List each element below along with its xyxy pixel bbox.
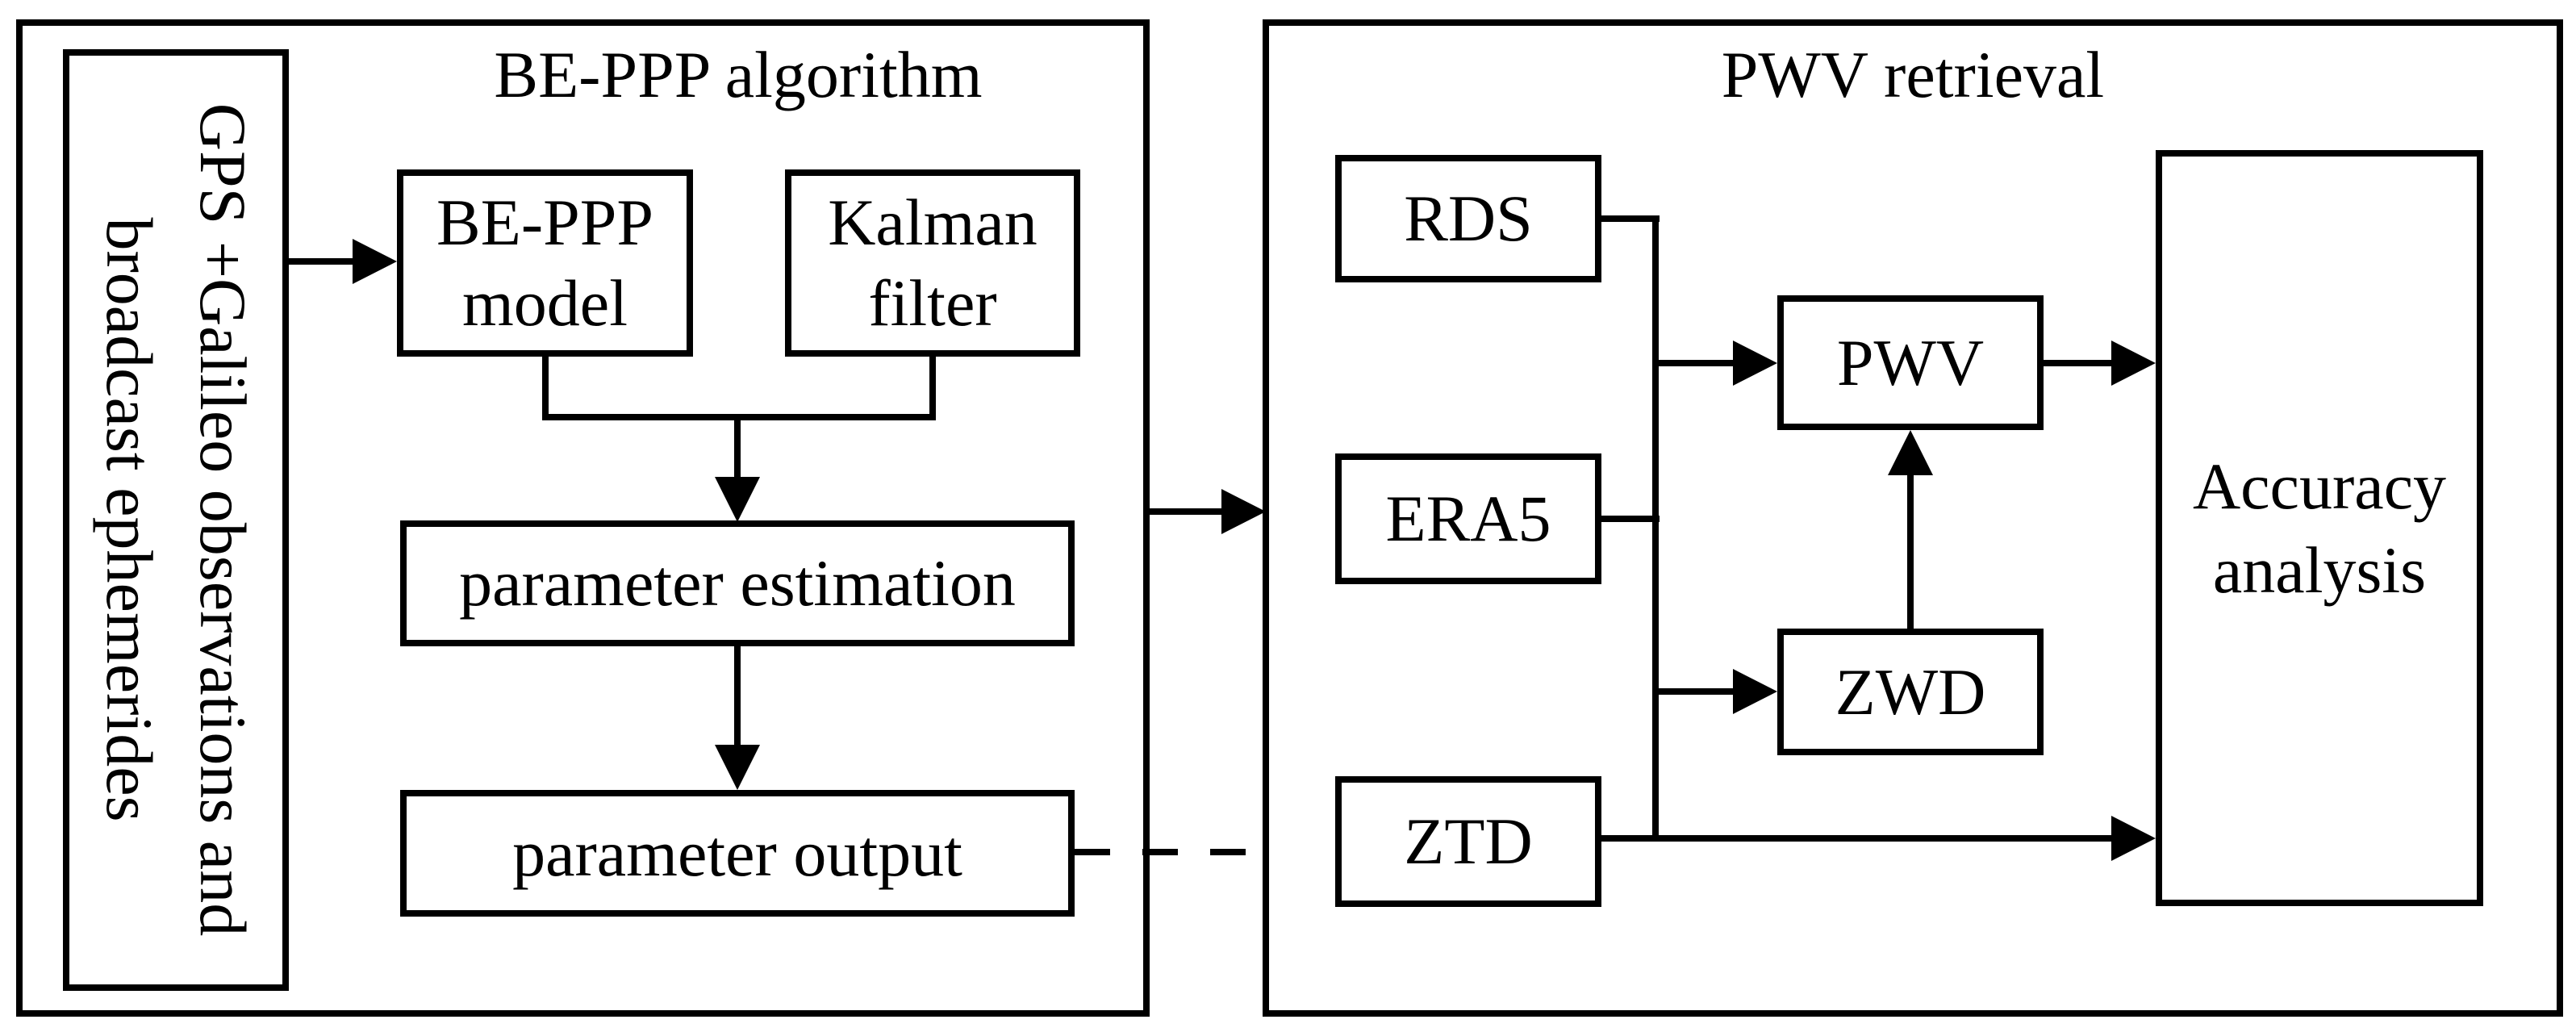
rds-bus-stub: [1601, 215, 1660, 222]
join-connector: [542, 414, 936, 420]
right-panel-title: PWV retrieval: [1721, 38, 2105, 111]
kalman-filter-line1: Kalman: [828, 186, 1037, 259]
parameter-output-label: parameter output: [512, 816, 962, 890]
accuracy-analysis-line1: Accuracy: [2192, 449, 2447, 523]
zwd-box: ZWD: [1777, 629, 2044, 755]
accuracy-analysis-box: Accuracy analysis: [2156, 150, 2483, 906]
era5-box: ERA5: [1335, 453, 1601, 584]
left-panel-title: BE-PPP algorithm: [494, 38, 983, 111]
dashed-arrow-output-to-ztd-line: [1075, 849, 1292, 855]
parameter-output-box: parameter output: [400, 790, 1075, 917]
arrow-zwd-to-pwv-head: [1888, 430, 1933, 475]
accuracy-analysis-line2: analysis: [2212, 533, 2427, 607]
kalman-filter-box: Kalman filter: [785, 169, 1080, 357]
ztd-box: ZTD: [1335, 776, 1601, 907]
arrow-source-to-model-line: [289, 258, 357, 265]
pwv-box: PWV: [1777, 295, 2044, 430]
arrow-leftpanel-to-rightpanel-head: [1221, 489, 1266, 534]
rds-box: RDS: [1335, 155, 1601, 282]
be-ppp-model-box: BE-PPP model: [397, 169, 693, 357]
source-box-label: GPS +Galileo observations and broadcast …: [71, 56, 281, 984]
kalman-down-stub: [929, 357, 936, 420]
arrow-bus-to-zwd-line: [1659, 688, 1735, 695]
arrow-estimation-to-output-line: [734, 646, 741, 746]
era5-label: ERA5: [1385, 482, 1551, 555]
rds-label: RDS: [1404, 182, 1533, 255]
arrow-pwv-to-accuracy-line: [2044, 360, 2114, 366]
be-ppp-model-line2: model: [462, 266, 628, 340]
source-box-line2: broadcast ephemerides: [93, 217, 166, 822]
arrow-bus-to-pwv-line: [1659, 360, 1735, 366]
pwv-label: PWV: [1836, 325, 1985, 399]
zwd-label: ZWD: [1835, 654, 1986, 729]
bus-line: [1652, 215, 1659, 842]
source-box-line1: GPS +Galileo observations and: [186, 102, 260, 937]
arrow-source-to-model-head: [353, 239, 397, 284]
arrow-ztd-to-accuracy-head: [2111, 816, 2156, 861]
model-down-stub: [542, 357, 549, 420]
source-box: [63, 49, 289, 991]
arrow-zwd-to-pwv-line: [1907, 474, 1914, 629]
arrow-pwv-to-accuracy-head: [2111, 341, 2156, 386]
arrow-ztd-to-accuracy-line: [1601, 835, 2114, 842]
arrow-bus-to-pwv-head: [1733, 341, 1777, 386]
be-ppp-model-line1: BE-PPP: [436, 186, 653, 259]
era5-bus-stub: [1601, 516, 1660, 522]
ztd-label: ZTD: [1404, 804, 1533, 878]
kalman-filter-line2: filter: [868, 266, 997, 340]
arrow-bus-to-zwd-head: [1733, 669, 1777, 714]
parameter-estimation-label: parameter estimation: [459, 546, 1016, 620]
arrow-join-to-estimation-line: [734, 420, 741, 478]
parameter-estimation-box: parameter estimation: [400, 520, 1075, 646]
arrow-join-to-estimation-head: [715, 477, 760, 522]
arrow-leftpanel-to-rightpanel-line: [1150, 508, 1223, 515]
arrow-estimation-to-output-head: [715, 745, 760, 790]
